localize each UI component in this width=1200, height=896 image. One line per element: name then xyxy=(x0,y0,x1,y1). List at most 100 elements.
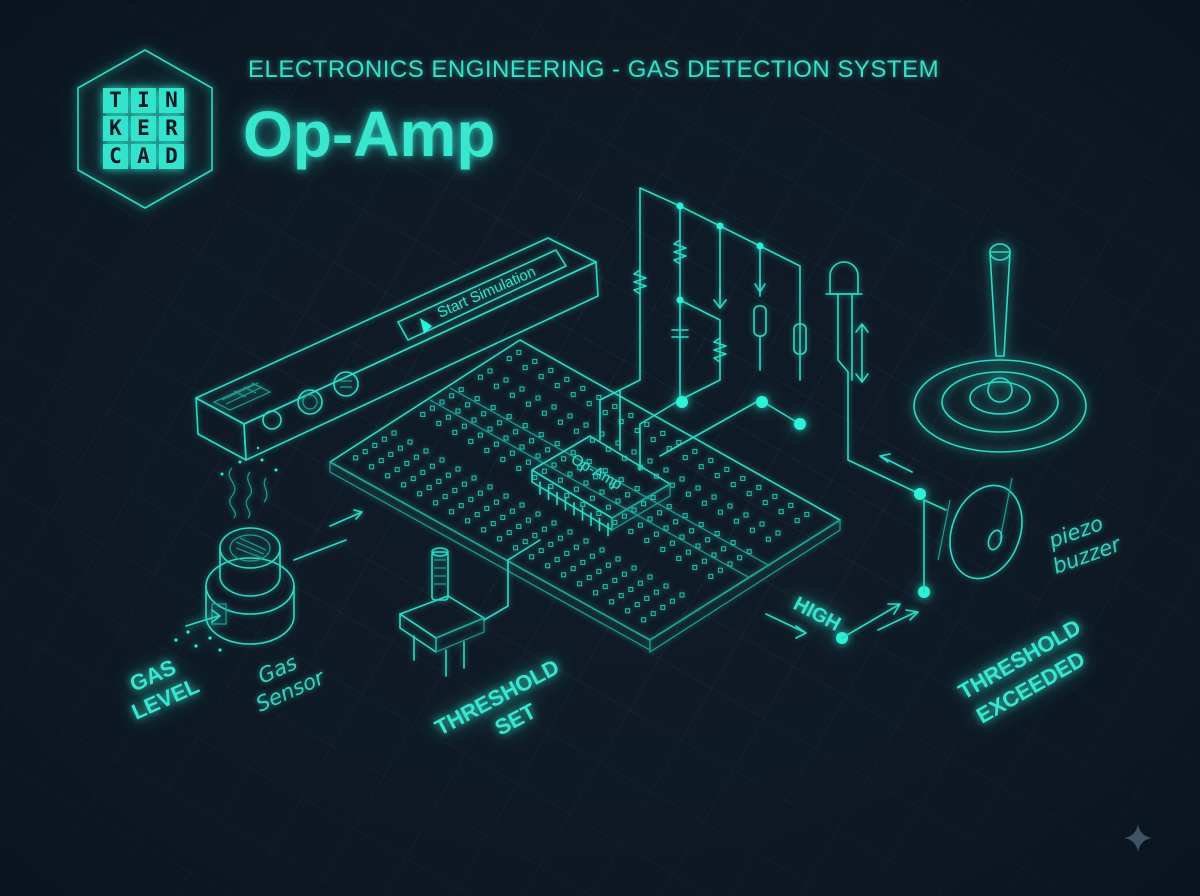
breadboard-hole xyxy=(477,490,483,496)
breadboard-hole xyxy=(637,580,643,586)
breadboard-hole xyxy=(401,482,407,488)
breadboard-hole xyxy=(538,548,544,554)
breadboard-hole xyxy=(519,502,525,508)
mode-button[interactable] xyxy=(333,371,359,397)
breadboard-hole xyxy=(692,564,698,570)
breadboard-hole xyxy=(605,504,611,510)
breadboard-hole xyxy=(628,586,634,592)
breadboard-hole xyxy=(701,500,707,506)
breadboard-hole xyxy=(772,493,778,499)
breadboard-hole xyxy=(525,517,531,523)
breadboard-hole xyxy=(420,411,426,417)
breadboard-hole xyxy=(420,469,426,475)
breadboard-hole xyxy=(522,365,528,371)
dial-button[interactable] xyxy=(297,389,323,415)
breadboard-hole xyxy=(541,468,547,474)
breadboard-hole xyxy=(538,432,544,438)
breadboard-hole xyxy=(621,513,627,519)
breadboard-hole xyxy=(628,528,634,534)
breadboard-hole xyxy=(660,546,666,552)
breadboard-hole xyxy=(557,535,563,541)
breadboard-hole xyxy=(612,577,618,583)
breadboard-hole xyxy=(765,536,771,542)
breadboard-hole xyxy=(730,482,736,488)
breadboard-hole xyxy=(679,592,685,598)
breadboard-hole xyxy=(522,539,528,545)
breadboard-hole xyxy=(740,475,746,481)
breadboard-hole xyxy=(439,399,445,405)
breadboard-hole xyxy=(663,525,669,531)
breadboard-hole xyxy=(449,509,455,515)
breadboard-hole xyxy=(673,519,679,525)
breadboard-hole xyxy=(506,530,512,536)
breadboard-hole xyxy=(554,441,560,447)
breadboard-hole xyxy=(567,413,573,419)
breadboard-hole xyxy=(698,464,704,470)
breadboard-hole xyxy=(397,445,403,451)
breadboard-hole xyxy=(509,508,515,514)
logo-cell xyxy=(131,144,156,169)
breadboard-hole xyxy=(497,420,503,426)
breadboard-hole xyxy=(573,486,579,492)
breadboard-hole xyxy=(567,471,573,477)
breadboard-hole xyxy=(689,528,695,534)
breadboard-hole xyxy=(564,492,570,498)
breadboard-hole xyxy=(609,483,615,489)
breadboard-hole xyxy=(417,491,423,497)
breadboard-hole xyxy=(593,590,599,596)
breadboard-hole xyxy=(465,402,471,408)
breadboard-hole xyxy=(721,546,727,552)
breadboard-hole xyxy=(717,509,723,515)
breadboard-hole xyxy=(545,447,551,453)
breadboard-hole xyxy=(557,419,563,425)
breadboard-hole xyxy=(362,449,368,455)
breadboard-hole xyxy=(503,493,509,499)
breadboard-hole xyxy=(705,537,711,543)
breadboard-hole xyxy=(647,516,653,522)
breadboard-hole xyxy=(586,401,592,407)
breadboard-hole xyxy=(570,566,576,572)
breadboard-hole xyxy=(452,487,458,493)
breadboard-hole xyxy=(567,529,573,535)
breadboard-hole xyxy=(413,454,419,460)
breadboard-hole xyxy=(615,498,621,504)
high-signal-arrows xyxy=(765,453,925,639)
breadboard-hole xyxy=(388,451,394,457)
breadboard-hole xyxy=(551,462,557,468)
breadboard-hole xyxy=(548,483,554,489)
breadboard-hole xyxy=(679,476,685,482)
breadboard-hole xyxy=(695,543,701,549)
logo-cell xyxy=(159,116,184,141)
breadboard-hole xyxy=(455,466,461,472)
logo-letter: K xyxy=(109,116,122,140)
breadboard-hole xyxy=(669,540,675,546)
breadboard-hole xyxy=(676,439,682,445)
breadboard-hole xyxy=(692,448,698,454)
logo-cell xyxy=(159,144,184,169)
breadboard-hole xyxy=(407,439,413,445)
breadboard-hole xyxy=(445,472,451,478)
breadboard-hole xyxy=(596,568,602,574)
breadboard-hole xyxy=(775,530,781,536)
breadboard-hole xyxy=(583,538,589,544)
breadboard-hole xyxy=(612,403,618,409)
breadboard-hole xyxy=(746,549,752,555)
breadboard-hole xyxy=(490,405,496,411)
breadboard-hole xyxy=(381,436,387,442)
breadboard-hole xyxy=(535,395,541,401)
breadboard-hole xyxy=(650,611,656,617)
breadboard-hole xyxy=(762,500,768,506)
breadboard-hole xyxy=(564,376,570,382)
breadboard-hole xyxy=(570,392,576,398)
breadboard-hole xyxy=(493,499,499,505)
breadboard-hole xyxy=(551,520,557,526)
breadboard-hole xyxy=(570,450,576,456)
breadboard-hole xyxy=(804,511,810,517)
breadboard-hole xyxy=(618,593,624,599)
breadboard-hole xyxy=(554,383,560,389)
breadboard-hole xyxy=(602,410,608,416)
logo-letter: D xyxy=(165,144,178,168)
breadboard-hole xyxy=(439,457,445,463)
